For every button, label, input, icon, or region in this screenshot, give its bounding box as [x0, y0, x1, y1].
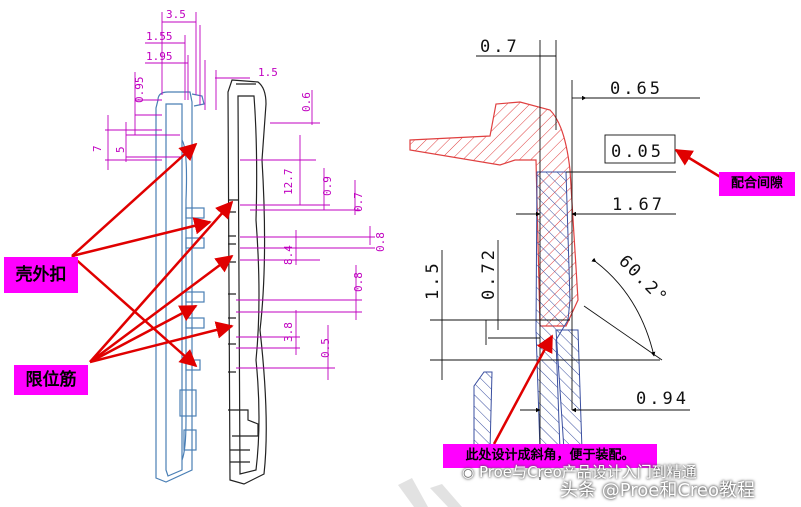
dim-1-5: 1.5 [258, 66, 278, 79]
dim-1-67: 1.67 [612, 195, 665, 215]
left-dimension-texts: 3.5 1.55 1.95 1.5 0.95 7 5 0.6 12.7 0.9 … [91, 8, 387, 358]
dim-0-65: 0.65 [610, 79, 663, 99]
dim-0-5: 0.5 [319, 338, 332, 358]
wechat-icon: ◉ [462, 465, 475, 481]
label-limit-rib: 限位筋 [14, 365, 88, 395]
dim-0-7: 0.7 [352, 192, 365, 212]
blue-lower-right [555, 329, 583, 451]
dim-0-9: 0.9 [321, 176, 334, 196]
dim-0-72: 0.72 [479, 247, 499, 300]
watermark-stripes [398, 478, 462, 507]
dim-7: 7 [91, 145, 104, 152]
right-dimension-lines [430, 40, 700, 480]
left-dimension-lines [105, 12, 375, 380]
dim-0-8-upper: 0.8 [374, 232, 387, 252]
dim-60-2-deg: 60.2° [614, 251, 671, 308]
dim-5: 5 [114, 146, 127, 153]
red-hatched-part [409, 101, 579, 327]
outer-shell-outline [155, 91, 205, 483]
label-chamfer-note: 此处设计成斜角，便于装配。 [443, 444, 657, 468]
dim-0-05: 0.05 [611, 142, 664, 162]
dim-0-8-lower: 0.8 [352, 272, 365, 292]
dim-1-5: 1.5 [423, 260, 443, 300]
watermark-wechat: ◉ Proe与Creo产品设计入门到精通 [462, 463, 697, 481]
watermark-toutiao: 头条 @Proe和Creo教程 [560, 480, 756, 501]
dim-0-95: 0.95 [133, 77, 146, 104]
dim-0-94: 0.94 [636, 389, 689, 409]
right-view: 0.7 0.65 0.05 1.67 1.5 0.72 60.2° 0.94 [409, 37, 723, 480]
label-fit-gap: 配合间隙 [719, 172, 795, 196]
dim-3-5: 3.5 [166, 8, 186, 21]
inner-part-outline [227, 79, 267, 485]
label-outer-clip: 壳外扣 [4, 257, 78, 293]
blue-hatched-part [535, 171, 571, 451]
leader-arrows-right [492, 148, 723, 445]
blue-lower-left [473, 371, 493, 451]
dim-8-4: 8.4 [282, 245, 295, 265]
dim-0-7: 0.7 [480, 37, 520, 57]
dim-0-6: 0.6 [300, 92, 313, 112]
leader-arrows-left [71, 142, 234, 368]
dim-1-55: 1.55 [146, 30, 173, 43]
left-view: 3.5 1.55 1.95 1.5 0.95 7 5 0.6 12.7 0.9 … [71, 8, 387, 485]
dim-3-8: 3.8 [282, 322, 295, 342]
dim-12-7: 12.7 [282, 169, 295, 196]
dim-1-95: 1.95 [146, 50, 173, 63]
